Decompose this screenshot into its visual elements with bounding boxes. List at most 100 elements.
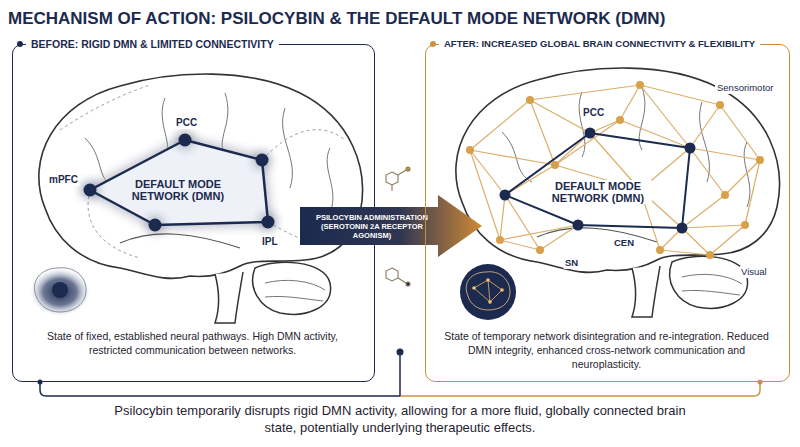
molecule-icon: [386, 268, 398, 281]
before-inset-icon: [34, 268, 86, 312]
after-brain: [716, 101, 724, 109]
after-brain: [660, 250, 710, 255]
after-inset-icon: [472, 278, 504, 304]
diagram-caption: Psilocybin temporarily disrupts rigid DM…: [110, 402, 690, 436]
after-inset-icon: [466, 272, 510, 310]
network-label: CEN: [612, 237, 636, 249]
after-brain: [500, 128, 696, 234]
region-label: mPFC: [47, 174, 80, 186]
before-brain: [262, 130, 345, 160]
network-label: Sensorimotor: [715, 82, 776, 94]
panel-description: State of temporary network disintegratio…: [438, 329, 775, 371]
after-inset-icon: [474, 288, 490, 302]
after-brain: [505, 133, 690, 228]
after-inset-icon: [460, 264, 516, 320]
after-inset-icon: [474, 280, 488, 288]
after-brain: [741, 221, 749, 229]
before-brain: [252, 150, 272, 170]
after-brain: [585, 128, 596, 139]
before-brain: [145, 215, 165, 235]
after-brain: [470, 100, 530, 150]
after-brain: [690, 148, 760, 160]
before-brain: [80, 180, 100, 200]
after-brain: [496, 236, 504, 244]
after-brain: [466, 81, 764, 259]
after-brain: [690, 148, 725, 195]
before-brain: [258, 212, 278, 232]
bottom-bracket: [40, 382, 400, 396]
after-brain: [530, 100, 555, 165]
after-brain: [500, 195, 505, 240]
arrow-label: PSILOCYBIN ADMINISTRATION (SEROTONIN 2A …: [306, 213, 438, 240]
after-brain: [466, 146, 474, 154]
before-brain: [179, 134, 192, 147]
bottom-bracket: [400, 382, 760, 396]
after-brain: [526, 96, 534, 104]
after-brain: [620, 85, 640, 120]
before-inset-icon: [30, 268, 90, 316]
network-label: Visual: [739, 266, 769, 278]
after-brain: [720, 105, 760, 160]
molecule-icon: [386, 172, 398, 185]
after-inset-icon: [490, 290, 502, 302]
after-brain: [682, 195, 725, 228]
after-brain: [682, 228, 710, 255]
molecule-icon: [406, 167, 410, 171]
network-label: DEFAULT MODE NETWORK (DMN): [544, 180, 652, 204]
before-brain: [262, 216, 275, 229]
after-panel: AFTER: INCREASED GLOBAL BRAIN CONNECTIVI…: [425, 44, 790, 382]
after-brain: [500, 190, 511, 201]
panel-heading: BEFORE: RIGID DMN & LIMITED CONNECTIVITY: [26, 37, 279, 51]
after-brain: [573, 220, 584, 231]
after-brain: [616, 116, 624, 124]
after-brain: [640, 85, 720, 105]
after-brain: [725, 160, 760, 195]
after-brain: [500, 225, 578, 240]
after-brain: [536, 246, 544, 254]
after-brain: [677, 223, 688, 234]
before-brain: [90, 140, 268, 225]
after-brain: [721, 191, 729, 199]
diagram-title: MECHANISM OF ACTION: PSILOCYBIN & THE DE…: [8, 9, 665, 29]
after-brain: [470, 150, 555, 165]
arrow-shape: [300, 195, 482, 257]
network-label: SN: [563, 257, 580, 269]
region-label: IPL: [260, 236, 280, 248]
after-brain: [555, 120, 620, 165]
bottom-bracket: [397, 349, 404, 356]
bottom-bracket: [38, 380, 43, 385]
after-inset-icon: [488, 300, 492, 304]
arrow-text-box: PSILOCYBIN ADMINISTRATION (SEROTONIN 2A …: [306, 207, 438, 245]
after-brain: [640, 85, 690, 148]
after-brain: [470, 150, 505, 195]
after-brain: [706, 251, 714, 259]
after-brain: [756, 156, 764, 164]
before-inset-icon: [52, 282, 68, 298]
network-label: DEFAULT MODE NETWORK (DMN): [126, 178, 230, 202]
before-brain: [60, 85, 150, 130]
molecule-icon: [406, 282, 410, 286]
before-brain: [80, 130, 278, 235]
before-brain: [84, 184, 97, 197]
bottom-bracket: [758, 380, 763, 385]
after-inset-icon: [474, 280, 502, 302]
before-brain: [90, 140, 268, 225]
after-brain: [470, 85, 760, 255]
molecule-icon: [398, 170, 406, 175]
before-brain: [149, 219, 162, 232]
after-brain: [551, 161, 559, 169]
region-label: PCC: [174, 117, 199, 129]
before-inset-icon: [30, 268, 90, 316]
after-brain: [656, 246, 664, 254]
molecule-icon: [398, 278, 406, 283]
molecule-icon: [391, 185, 392, 191]
after-inset-icon: [486, 278, 490, 282]
after-inset-icon: [472, 286, 476, 290]
administration-arrow: PSILOCYBIN ADMINISTRATION (SEROTONIN 2A …: [300, 195, 482, 257]
before-brain: [175, 130, 195, 150]
after-brain: [690, 105, 720, 148]
after-inset-icon: [488, 280, 490, 302]
bottom-bracket: [399, 352, 401, 396]
after-brain: [636, 81, 644, 89]
